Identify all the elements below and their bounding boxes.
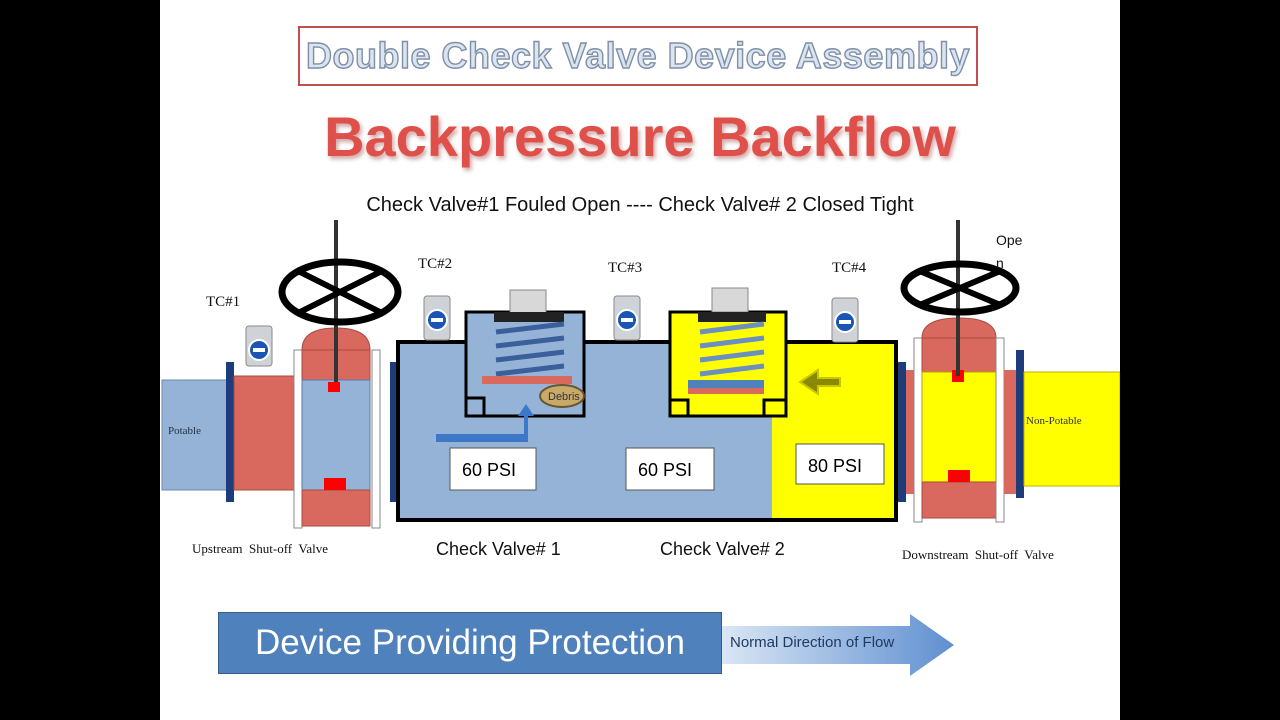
downstream-connector xyxy=(906,370,914,494)
backflow-diagram: Potable xyxy=(161,220,1120,562)
open-label-line1: Ope xyxy=(996,232,1023,248)
flow-direction-label: Normal Direction of Flow xyxy=(730,634,895,651)
upstream-shutoff-valve xyxy=(301,220,371,527)
check-valve-2-label: Check Valve# 2 xyxy=(660,539,785,559)
tc4-label: TC#4 xyxy=(832,260,867,276)
main-title: Backpressure Backflow xyxy=(324,105,956,168)
debris-label: Debris xyxy=(548,391,580,403)
downstream-connector xyxy=(1004,370,1016,494)
test-cock-icon xyxy=(613,295,641,341)
tc3-label: TC#3 xyxy=(608,260,642,276)
flow-arrow-icon xyxy=(436,404,534,442)
check-valve-2 xyxy=(668,287,788,418)
upstream-valve-label: Upstream Shut-off Valve xyxy=(192,541,328,556)
potable-pipe xyxy=(161,379,229,491)
test-cock-icon xyxy=(245,325,273,367)
zone-3 xyxy=(772,344,894,518)
tc2-label: TC#2 xyxy=(418,256,452,272)
subtitle: Check Valve#1 Fouled Open ---- Check Val… xyxy=(366,194,914,216)
open-label-line2: n xyxy=(996,255,1004,271)
flange xyxy=(293,349,303,529)
flange xyxy=(371,349,381,529)
flange xyxy=(390,362,398,502)
pressure-zone-3: 80 PSI xyxy=(808,456,862,476)
flow-direction-arrow-icon xyxy=(720,614,954,676)
device-title: Double Check Valve Device Assembly xyxy=(305,34,970,76)
test-cock-icon xyxy=(423,295,451,341)
slide: Double Check Valve Device Assembly Backp… xyxy=(160,0,1120,720)
downstream-valve-label: Downstream Shut-off Valve xyxy=(902,547,1054,562)
non-potable-label: Non-Potable xyxy=(1026,415,1082,427)
pressure-box-1 xyxy=(449,447,537,491)
debris-icon xyxy=(539,384,585,408)
handwheel-icon xyxy=(278,258,402,326)
flange xyxy=(898,362,906,502)
flange xyxy=(995,337,1005,523)
banner-text: Device Providing Protection xyxy=(255,623,685,662)
pressure-zone-2: 60 PSI xyxy=(638,460,692,480)
backflow-arrow-icon xyxy=(798,368,841,396)
check-valve-1-label: Check Valve# 1 xyxy=(436,539,561,559)
non-potable-pipe xyxy=(1023,371,1120,487)
pressure-box-2 xyxy=(625,447,715,491)
tc1-label: TC#1 xyxy=(206,294,240,310)
device-body-outline xyxy=(396,340,898,522)
flange xyxy=(913,337,923,523)
pressure-zone-1: 60 PSI xyxy=(462,460,516,480)
pressure-box-3 xyxy=(795,443,885,485)
upstream-valve-body xyxy=(233,375,301,491)
protection-banner: Device Providing Protection xyxy=(218,612,722,674)
test-cock-icon xyxy=(831,297,859,343)
potable-label: Potable xyxy=(168,425,201,437)
downstream-shutoff-valve xyxy=(921,220,997,519)
device-title-box: Double Check Valve Device Assembly xyxy=(298,26,978,86)
flange xyxy=(1016,350,1024,498)
handwheel-icon xyxy=(900,260,1020,316)
check-valve-1: Debris xyxy=(436,289,586,442)
flange xyxy=(226,362,234,502)
